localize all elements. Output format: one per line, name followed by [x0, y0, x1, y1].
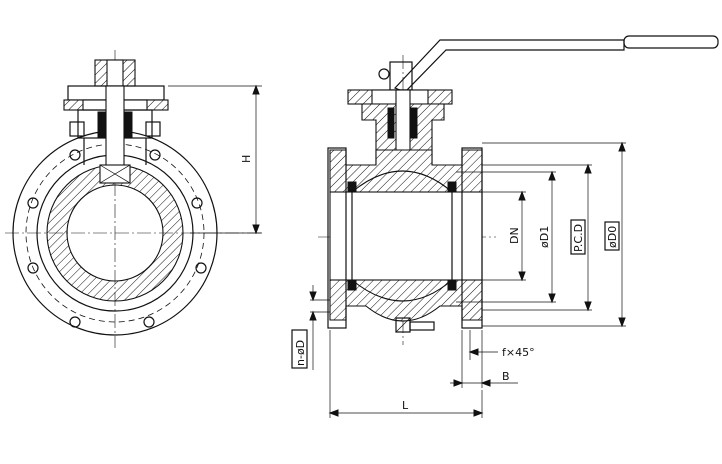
bolt-holes-label: n-øD [294, 340, 307, 366]
length-label: L [402, 399, 409, 412]
end-view: H [5, 50, 262, 348]
d0-dimension: øD0 [604, 141, 626, 328]
pcd-label: P.C.D [572, 224, 585, 252]
length-dimension: L [328, 330, 484, 418]
d0-label: øD0 [606, 226, 619, 248]
bolt-holes [27, 149, 207, 328]
side-section-view: DN øD1 P.C.D øD0 [291, 35, 719, 418]
right-flange [461, 147, 483, 329]
d1-label: øD1 [538, 226, 551, 248]
body-shell [329, 149, 483, 322]
d1-dimension: øD1 [538, 170, 556, 304]
flange-thickness-dimension: B [450, 330, 518, 388]
bolt-holes-dimension: n-øD [291, 285, 330, 370]
chamfer-label: f×45° [502, 346, 535, 359]
chamfer-dimension: f×45° [461, 330, 535, 360]
drain-plug [395, 317, 435, 333]
height-label: H [240, 155, 253, 163]
left-flange [327, 147, 347, 329]
top-actuator [63, 59, 169, 184]
flange-thickness-label: B [502, 370, 510, 383]
pcd-dimension: P.C.D [570, 163, 592, 312]
dn-dimension: DN [508, 190, 526, 282]
height-dimension: H [168, 84, 262, 235]
handle-lever [378, 35, 719, 93]
dn-label: DN [508, 227, 521, 244]
